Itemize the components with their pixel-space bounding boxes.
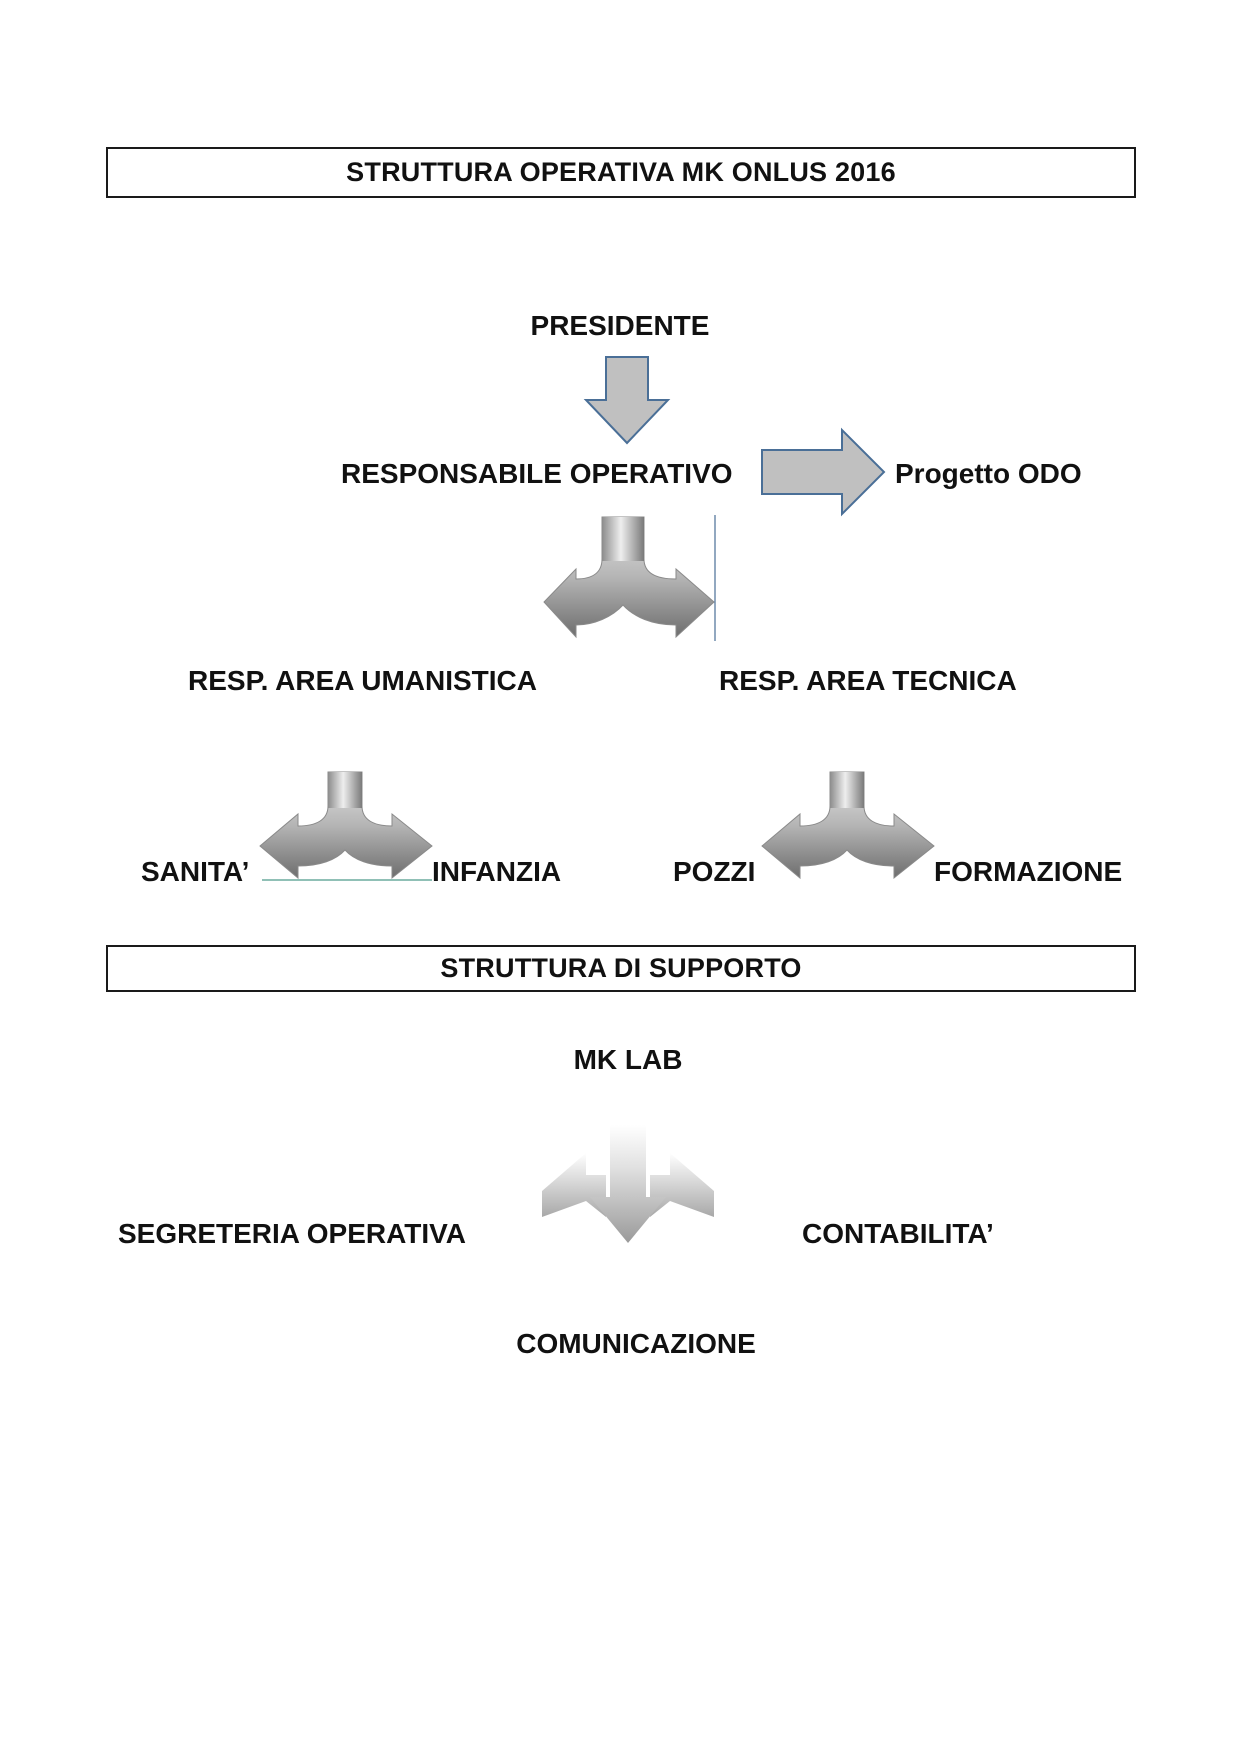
node-area-tecnica: RESP. AREA TECNICA <box>719 665 1017 696</box>
three-way-arrow-icon <box>542 1125 714 1243</box>
support-title: STRUTTURA DI SUPPORTO <box>440 953 802 983</box>
node-progetto-odo: Progetto ODO <box>895 458 1082 489</box>
node-responsabile-operativo: RESPONSABILE OPERATIVO <box>341 458 733 489</box>
split-arrow-icon <box>761 771 935 880</box>
node-area-umanistica: RESP. AREA UMANISTICA <box>188 665 538 696</box>
right-arrow-icon <box>761 427 886 517</box>
node-formazione: FORMAZIONE <box>934 856 1123 887</box>
split-arrow-icon <box>543 515 716 641</box>
down-arrow-icon <box>583 356 671 445</box>
structure-title-box: STRUTTURA OPERATIVA MK ONLUS 2016 <box>106 147 1136 198</box>
node-sanita: SANITA’ <box>141 856 250 887</box>
node-segreteria: SEGRETERIA OPERATIVA <box>118 1218 466 1249</box>
node-infanzia: INFANZIA <box>432 856 562 887</box>
node-pozzi: POZZI <box>673 856 756 887</box>
node-contabilita: CONTABILITA’ <box>802 1218 994 1249</box>
split-arrow-icon <box>259 771 433 881</box>
node-presidente: PRESIDENTE <box>530 310 710 341</box>
structure-title: STRUTTURA OPERATIVA MK ONLUS 2016 <box>346 157 896 187</box>
node-mk-lab: MK LAB <box>573 1044 683 1075</box>
support-title-box: STRUTTURA DI SUPPORTO <box>106 945 1136 992</box>
node-comunicazione: COMUNICAZIONE <box>516 1328 756 1359</box>
